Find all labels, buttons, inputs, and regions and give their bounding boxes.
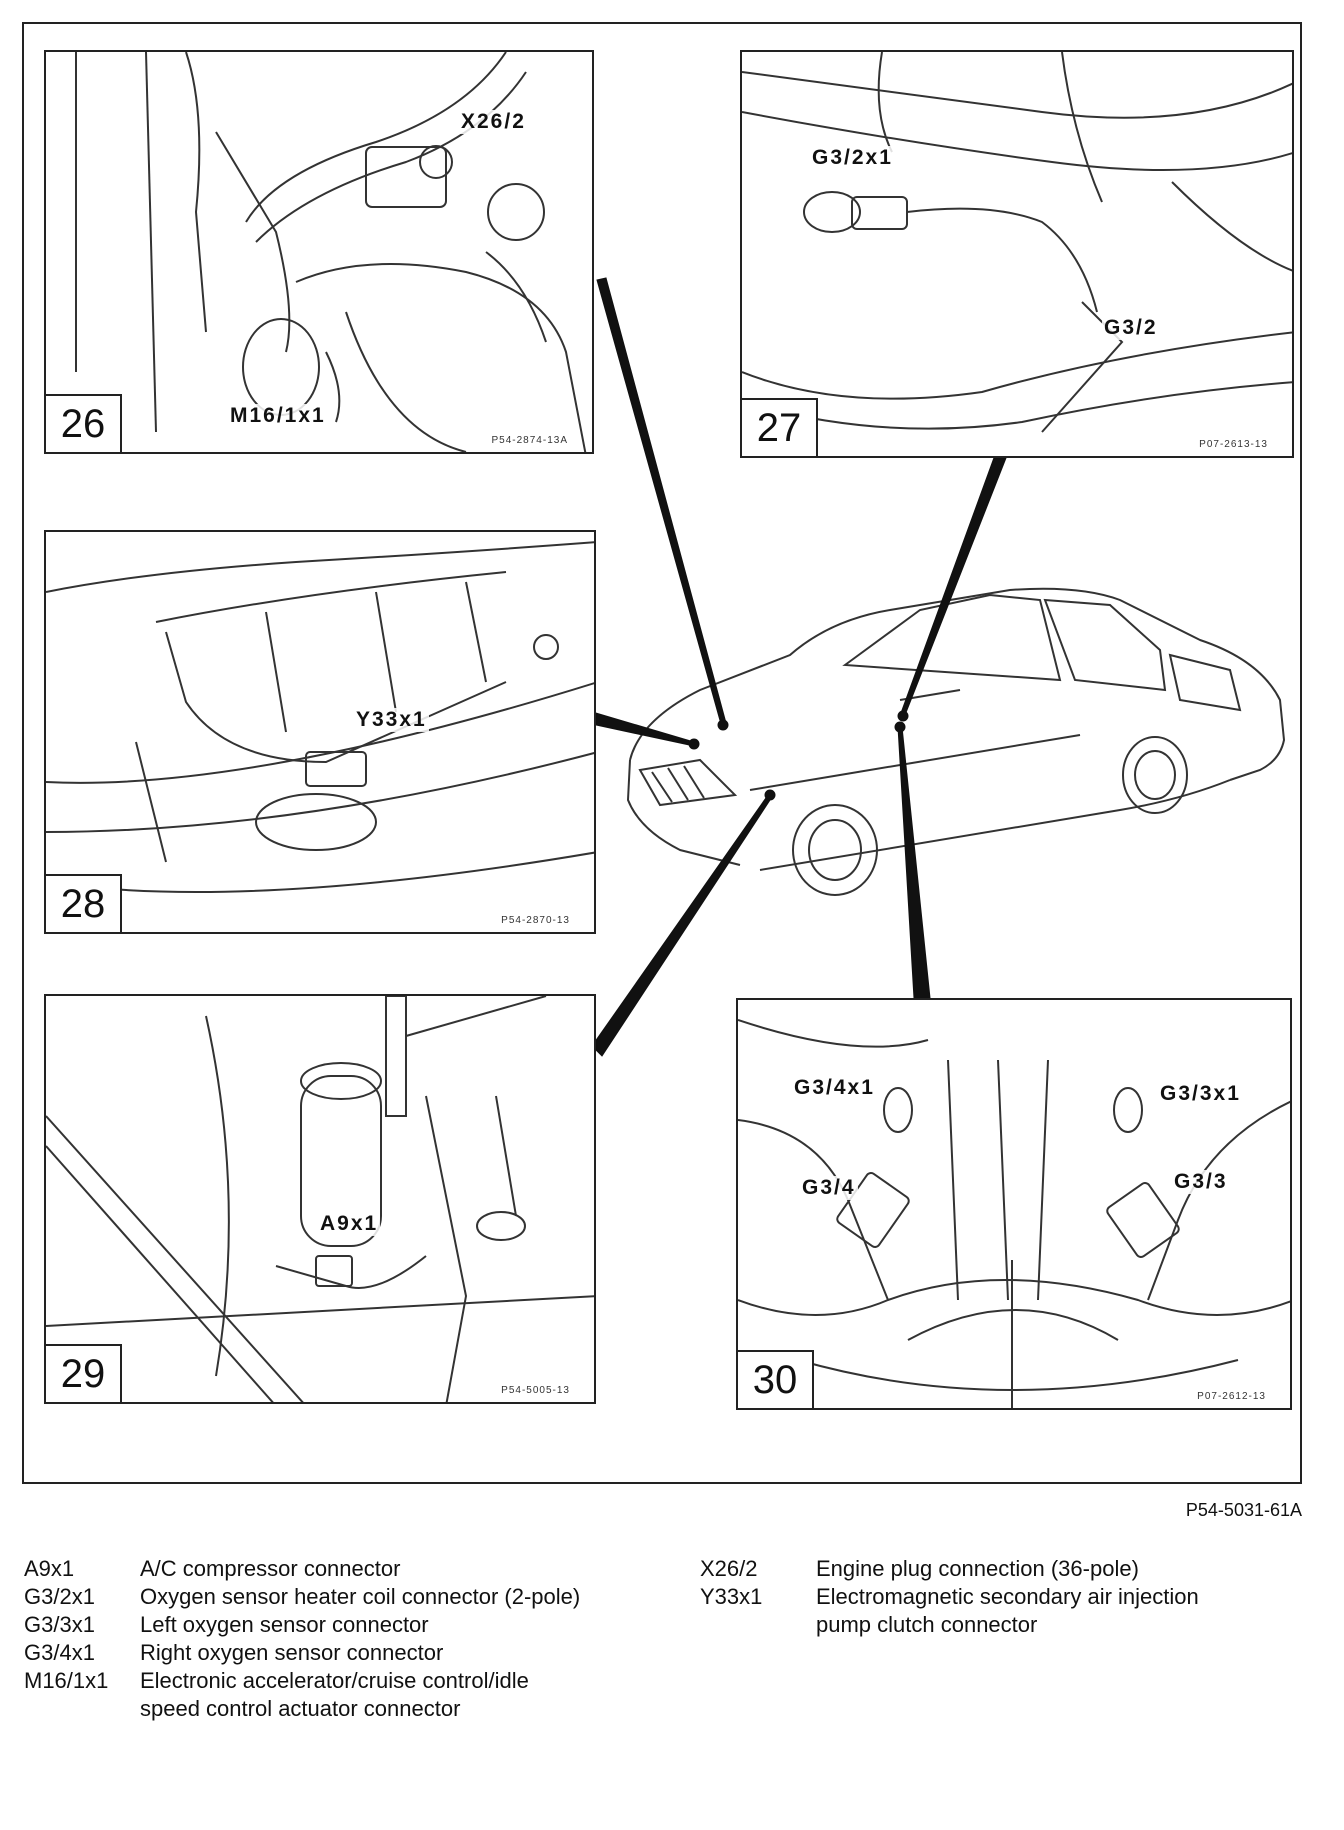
legend-item: G3/4x1 Right oxygen sensor connector	[24, 1639, 624, 1667]
figure-code: P54-5031-61A	[1185, 1500, 1302, 1520]
callout-g3-3: G3/3	[1172, 1170, 1230, 1194]
legend-code: G3/4x1	[24, 1640, 95, 1665]
callout-g3-2x1: G3/2x1	[810, 146, 895, 170]
legend-description: Oxygen sensor heater coil connector (2-p…	[140, 1584, 581, 1609]
panel-28: Y33x1 28 P54-2870-13	[44, 530, 596, 934]
callout-x26-2: X26/2	[459, 110, 528, 134]
legend-code: M16/1x1	[24, 1668, 109, 1693]
legend-item: X26/2 Engine plug connection (36-pole)	[700, 1555, 1300, 1583]
legend-code: G3/2x1	[24, 1584, 95, 1609]
panel-26: X26/2 M16/1x1 26 P54-2874-13A	[44, 50, 594, 454]
leader-28	[595, 712, 695, 747]
legend-item: A9x1 A/C compressor connector	[24, 1555, 624, 1583]
legend-description: Left oxygen sensor connector	[140, 1612, 429, 1637]
panel-number-30: 30	[738, 1350, 814, 1408]
legend-description: Electronic accelerator/cruise control/id…	[140, 1668, 529, 1721]
figure-frame	[22, 22, 1302, 1484]
panel-code-30: P07-2612-13	[1197, 1391, 1266, 1402]
panel-number-26: 26	[46, 394, 122, 452]
leader-dot-30	[894, 721, 906, 733]
legend-description: Engine plug connection (36-pole)	[816, 1556, 1139, 1581]
legend-description: Electromagnetic secondary air injection …	[816, 1584, 1199, 1637]
callout-y33x1: Y33x1	[354, 708, 429, 732]
legend-right: X26/2 Engine plug connection (36-pole) Y3…	[700, 1555, 1300, 1639]
legend-left: A9x1 A/C compressor connector G3/2x1 Oxyge…	[24, 1555, 624, 1723]
panel-27-illustration	[742, 52, 1292, 433]
panel-30-illustration	[738, 1019, 1290, 1408]
leader-dot-26	[717, 719, 729, 731]
callout-g3-4: G3/4	[800, 1176, 858, 1200]
leader-30	[897, 726, 931, 999]
legend-item: Y33x1 Electromagnetic secondary air injec…	[700, 1583, 1300, 1639]
panel-code-28: P54-2870-13	[501, 915, 570, 926]
panel-28-illustration	[46, 541, 594, 893]
panel-number-28: 28	[46, 874, 122, 932]
panel-number-27: 27	[742, 398, 818, 456]
legend-description: Right oxygen sensor connector	[140, 1640, 444, 1665]
panel-26-illustration	[75, 52, 587, 452]
car-illustration	[626, 587, 1286, 871]
legend-code: Y33x1	[700, 1584, 763, 1609]
legend-code: A9x1	[24, 1556, 75, 1581]
wheels	[792, 736, 1188, 896]
legend-item: M16/1x1 Electronic accelerator/cruise con…	[24, 1667, 624, 1723]
legend-item: G3/3x1 Left oxygen sensor connector	[24, 1611, 624, 1639]
panel-code-26: P54-2874-13A	[491, 435, 568, 446]
panel-29-illustration	[46, 996, 594, 1402]
panel-number-29: 29	[46, 1344, 122, 1402]
legend-code: X26/2	[700, 1556, 758, 1581]
legend-description: A/C compressor connector	[140, 1556, 401, 1581]
legend-item: G3/2x1 Oxygen sensor heater coil connecto…	[24, 1583, 624, 1611]
panel-27: G3/2x1 G3/2 27 P07-2613-13	[740, 50, 1294, 458]
panel-code-29: P54-5005-13	[501, 1385, 570, 1396]
legend-code: G3/3x1	[24, 1612, 95, 1637]
leader-lines	[591, 277, 1007, 1057]
callout-g3-2: G3/2	[1102, 316, 1160, 340]
callout-m16-1x1: M16/1x1	[228, 404, 328, 428]
callout-g3-3x1: G3/3x1	[1158, 1082, 1243, 1106]
leader-dot-27	[897, 710, 909, 722]
callout-a9x1: A9x1	[318, 1212, 381, 1236]
panel-code-27: P07-2613-13	[1199, 439, 1268, 450]
panel-30: G3/4x1 G3/3x1 G3/4 G3/3 30 P07-2612-13	[736, 998, 1292, 1410]
leader-dot-29	[764, 789, 776, 801]
leader-dot-28	[688, 738, 700, 750]
callout-g3-4x1: G3/4x1	[792, 1076, 877, 1100]
leader-26	[596, 277, 727, 725]
panel-29: A9x1 29 P54-5005-13	[44, 994, 596, 1404]
